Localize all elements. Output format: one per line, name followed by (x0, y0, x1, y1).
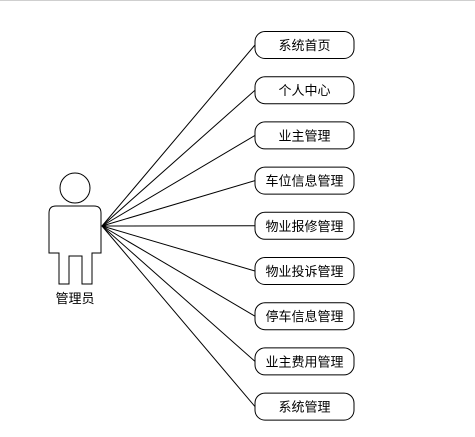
use-case-label: 业主费用管理 (265, 355, 343, 370)
association-line (101, 89, 256, 227)
association-line (101, 44, 256, 227)
use-case-label: 物业投诉管理 (265, 264, 343, 280)
use-case-node[interactable]: 停车信息管理 (254, 302, 355, 331)
association-line (101, 134, 256, 227)
use-case-box[interactable] (254, 257, 355, 285)
use-case-label: 停车信息管理 (265, 309, 343, 325)
association-line (101, 225, 256, 317)
use-case-label: 物业报修管理 (265, 220, 343, 235)
association-lines (101, 44, 256, 407)
use-case-box[interactable] (254, 76, 355, 105)
use-case-node[interactable]: 系统管理 (254, 392, 355, 421)
use-case-box[interactable] (254, 347, 355, 376)
actor-label: 管理员 (55, 292, 94, 307)
actor-head (59, 172, 91, 204)
use-case-box[interactable] (254, 166, 355, 195)
use-case-node[interactable]: 物业投诉管理 (254, 257, 355, 285)
use-case-box[interactable] (254, 392, 355, 421)
use-case-node[interactable]: 物业报修管理 (254, 211, 355, 240)
association-line (101, 225, 256, 272)
use-case-box[interactable] (254, 302, 355, 331)
use-case-box[interactable] (254, 211, 355, 240)
use-case-label: 个人中心 (278, 84, 330, 99)
actor-figure: 管理员 (48, 172, 102, 307)
use-case-node[interactable]: 业主管理 (254, 121, 355, 150)
use-case-node[interactable]: 业主费用管理 (254, 347, 355, 376)
use-case-node[interactable]: 系统首页 (254, 31, 355, 59)
use-case-box[interactable] (254, 31, 355, 59)
use-case-label: 业主管理 (278, 129, 330, 144)
use-case-node[interactable]: 车位信息管理 (254, 166, 355, 195)
use-case-label: 系统管理 (278, 401, 330, 416)
use-case-list: 系统首页个人中心业主管理车位信息管理物业报修管理物业投诉管理停车信息管理业主费用… (254, 31, 355, 421)
association-line (101, 225, 256, 407)
association-line (101, 225, 256, 362)
use-case-label: 系统首页 (278, 39, 330, 54)
use-case-label: 车位信息管理 (265, 174, 343, 190)
use-case-box[interactable] (254, 121, 355, 150)
association-line (101, 180, 256, 227)
actor-body (48, 205, 102, 285)
top-border (0, 0, 475, 1)
use-case-node[interactable]: 个人中心 (254, 76, 355, 105)
